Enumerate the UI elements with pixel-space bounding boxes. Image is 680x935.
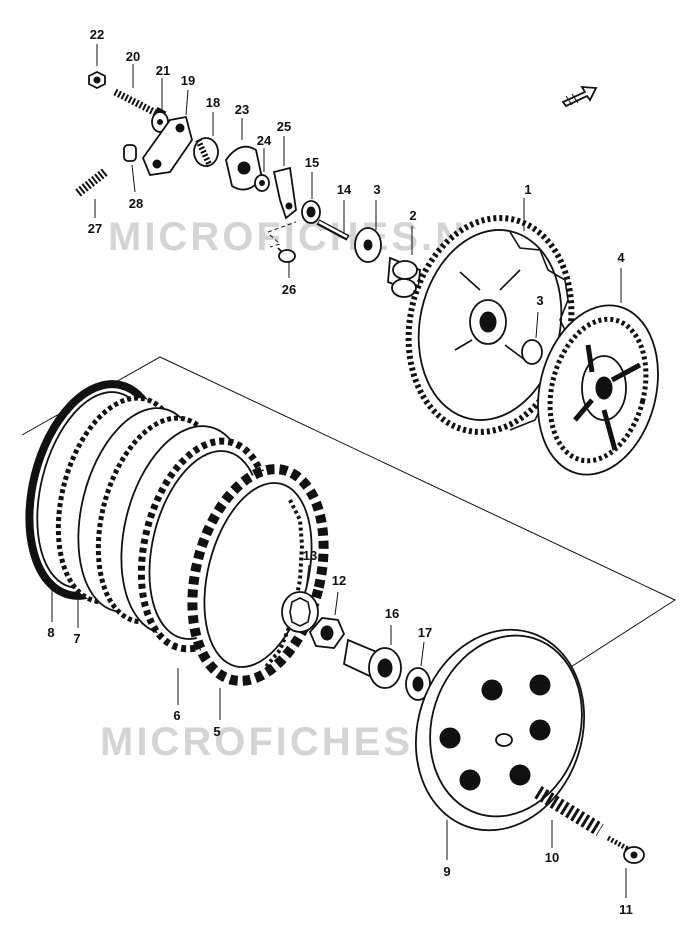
callout-17: 17 — [418, 625, 432, 640]
part-plate-19 — [141, 89, 193, 176]
callout-16: 16 — [385, 606, 399, 621]
part-pin-28 — [123, 144, 137, 193]
part-washer-3-lower — [521, 311, 543, 365]
part-spring-27 — [75, 168, 108, 218]
callout-25: 25 — [277, 119, 291, 134]
part-bolt-11 — [606, 835, 645, 898]
callout-1: 1 — [524, 182, 531, 197]
part-spring-10 — [534, 786, 604, 848]
callout-15: 15 — [305, 155, 319, 170]
part-pressure-plate-9 — [414, 628, 586, 860]
callout-22: 22 — [90, 27, 104, 42]
callout-24: 24 — [257, 133, 272, 148]
part-bearing-15 — [301, 172, 321, 224]
callout-3-upper: 3 — [373, 182, 380, 197]
callout-6: 6 — [173, 708, 180, 723]
callout-26: 26 — [282, 282, 296, 297]
callout-5: 5 — [213, 724, 220, 739]
part-spacer-2 — [387, 226, 421, 298]
callout-28: 28 — [129, 196, 143, 211]
callout-27: 27 — [88, 221, 102, 236]
part-washer-21 — [151, 78, 169, 133]
callout-3-lower: 3 — [536, 293, 543, 308]
callout-10: 10 — [545, 850, 559, 865]
part-sleeve-16 — [343, 625, 402, 689]
callout-9: 9 — [443, 864, 450, 879]
callout-23: 23 — [235, 102, 249, 117]
part-washer-3-upper — [354, 200, 382, 263]
part-cam-18 — [193, 112, 219, 168]
callout-4: 4 — [617, 250, 625, 265]
front-direction-arrow-icon — [561, 85, 598, 108]
callout-2: 2 — [409, 208, 416, 223]
part-screw-26 — [267, 221, 297, 278]
part-nut-24 — [254, 148, 270, 192]
callout-19: 19 — [181, 73, 195, 88]
part-clutch-hub-4 — [537, 268, 659, 476]
callout-14: 14 — [337, 182, 352, 197]
callout-8: 8 — [47, 625, 54, 640]
callout-13: 13 — [303, 548, 317, 563]
callout-11: 11 — [619, 902, 633, 917]
callout-12: 12 — [332, 573, 346, 588]
part-nut-12 — [308, 591, 346, 649]
part-nut-22 — [88, 44, 106, 90]
part-pushrod-14 — [316, 200, 350, 241]
callout-20: 20 — [126, 49, 140, 64]
part-arm-25 — [272, 136, 297, 220]
callout-18: 18 — [206, 95, 220, 110]
callout-7: 7 — [73, 631, 80, 646]
part-hub-13 — [281, 564, 319, 633]
callout-21: 21 — [156, 63, 170, 78]
